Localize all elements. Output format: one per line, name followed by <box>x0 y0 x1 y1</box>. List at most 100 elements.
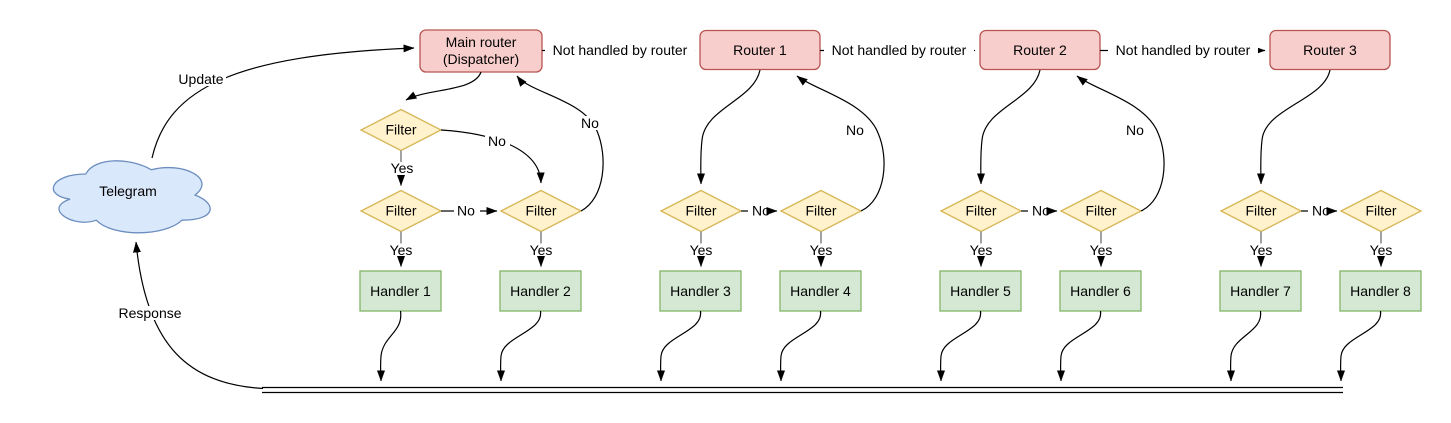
response-label: Response <box>118 305 181 321</box>
handler-3-node: Handler 3 <box>656 270 742 382</box>
router-3-node: Router 3 <box>1269 29 1391 71</box>
handler-1-node: Handler 1 <box>359 270 442 382</box>
no-label-bg <box>454 204 479 218</box>
no-label-bg <box>1123 123 1148 137</box>
no-label: No <box>1126 122 1144 138</box>
no-return-edge <box>1076 75 1165 212</box>
handler-8-box <box>1339 270 1422 312</box>
filter-label: Filter <box>385 203 416 219</box>
filter-label: Filter <box>1245 203 1276 219</box>
response-label-bg <box>120 306 181 320</box>
handler-4-node: Handler 4 <box>776 270 862 382</box>
handler-to-bus-edge <box>1336 310 1382 382</box>
yes-label: Yes <box>1250 242 1273 258</box>
response-bus-line <box>262 386 1343 394</box>
yes-label: Yes <box>1090 242 1113 258</box>
telegram-cloud-group: Telegram <box>52 160 211 234</box>
handler-1-label: Handler 1 <box>370 283 431 299</box>
handler-2-node: Handler 2 <box>496 270 582 382</box>
yes-label: Yes <box>390 242 413 258</box>
main-router-label-line1: Main router <box>446 34 517 50</box>
not-handled-label-bg-2 <box>824 43 974 58</box>
handler-4-box <box>779 270 862 312</box>
router-to-filter-edge <box>1256 69 1331 185</box>
handler-6-box <box>1059 270 1142 312</box>
handler-to-bus-edge <box>496 310 542 382</box>
no-return-edge <box>796 75 885 212</box>
yes-label: Yes <box>1370 242 1393 258</box>
filter-label: Filter <box>685 203 716 219</box>
no-label: No <box>1032 203 1050 219</box>
yes-label-bg <box>527 244 555 257</box>
not-handled-label-2: Not handled by router <box>832 42 967 58</box>
yes-label-bg <box>387 244 415 257</box>
handler-5-node: Handler 5 <box>936 270 1022 382</box>
handler-6-node: Handler 6 <box>1056 270 1142 382</box>
handler-to-bus-edge <box>656 310 702 382</box>
not-handled-label-bg-1 <box>545 43 695 58</box>
no-label: No <box>846 122 864 138</box>
not-handled-label-1: Not handled by router <box>553 42 688 58</box>
router-2-label: Router 2 <box>1013 42 1067 58</box>
update-label-bg <box>177 72 226 86</box>
handler-3-box <box>659 270 742 312</box>
yes-label-bg <box>1367 244 1395 257</box>
main-router-label-line2: (Dispatcher) <box>443 51 519 67</box>
yes-label-bg <box>1247 244 1275 257</box>
handler-2-box <box>499 270 582 312</box>
handler-2-label: Handler 2 <box>510 283 571 299</box>
no-label: No <box>457 203 475 219</box>
filter-label: Filter <box>1365 203 1396 219</box>
telegram-label: Telegram <box>99 183 157 199</box>
handler-to-bus-edge <box>776 310 822 382</box>
handler-7-node: Handler 7 <box>1219 270 1302 382</box>
response-edge <box>133 241 264 390</box>
no-label-bg <box>843 123 868 137</box>
router-2-node: Router 2 <box>979 29 1101 71</box>
router-3-box <box>1269 29 1391 71</box>
yes-label: Yes <box>970 242 993 258</box>
filter-label: Filter <box>1085 203 1116 219</box>
handler-8-label: Handler 8 <box>1350 283 1411 299</box>
not-handled-label-3: Not handled by router <box>1116 42 1251 58</box>
router-2-filter-cluster: Filter No Filter No Yes Yes <box>939 69 1165 267</box>
no-label: No <box>581 115 599 131</box>
router-1-filter-cluster: Filter No Filter No Yes Yes <box>659 69 885 267</box>
yes-label: Yes <box>530 242 553 258</box>
router-1-node: Router 1 <box>699 29 821 71</box>
handler-to-bus-edge <box>376 310 402 382</box>
filter-label: Filter <box>525 203 556 219</box>
not-handled-edge-1: Not handled by router <box>542 42 696 58</box>
yes-label-bg <box>807 244 835 257</box>
not-handled-edge-3: Not handled by router <box>1100 42 1266 58</box>
no-label-bg <box>485 134 510 148</box>
handler-4-label: Handler 4 <box>790 283 851 299</box>
handler-8-node: Handler 8 <box>1336 270 1422 382</box>
not-handled-edge-2: Not handled by router <box>820 42 976 58</box>
response-edge-group: Response <box>118 241 264 390</box>
filter-label: Filter <box>805 203 836 219</box>
handler-3-label: Handler 3 <box>670 283 731 299</box>
handler-5-box <box>939 270 1022 312</box>
yes-label: Yes <box>391 160 414 176</box>
not-handled-label-bg-3 <box>1108 43 1258 58</box>
main-router-filter-cluster: Filter No Yes Filter No Filter No Yes Ye… <box>359 71 604 267</box>
yes-label-bg <box>1087 244 1115 257</box>
handler-7-label: Handler 7 <box>1230 283 1291 299</box>
main-to-filter-edge <box>405 71 482 101</box>
no-label-bg <box>578 116 603 130</box>
handler-1-box <box>359 270 442 312</box>
yes-label-bg <box>967 244 995 257</box>
update-edge <box>151 44 415 159</box>
filter-label: Filter <box>965 203 996 219</box>
handler-to-bus-edge <box>936 310 982 382</box>
no-label: No <box>1312 203 1330 219</box>
router-to-filter-edge <box>696 69 761 185</box>
update-edge-group: Update <box>151 44 415 159</box>
filter-node <box>1339 189 1423 233</box>
update-label: Update <box>178 71 223 87</box>
yes-label: Yes <box>690 242 713 258</box>
handler-to-bus-edge <box>1056 310 1102 382</box>
handler-6-label: Handler 6 <box>1070 283 1131 299</box>
